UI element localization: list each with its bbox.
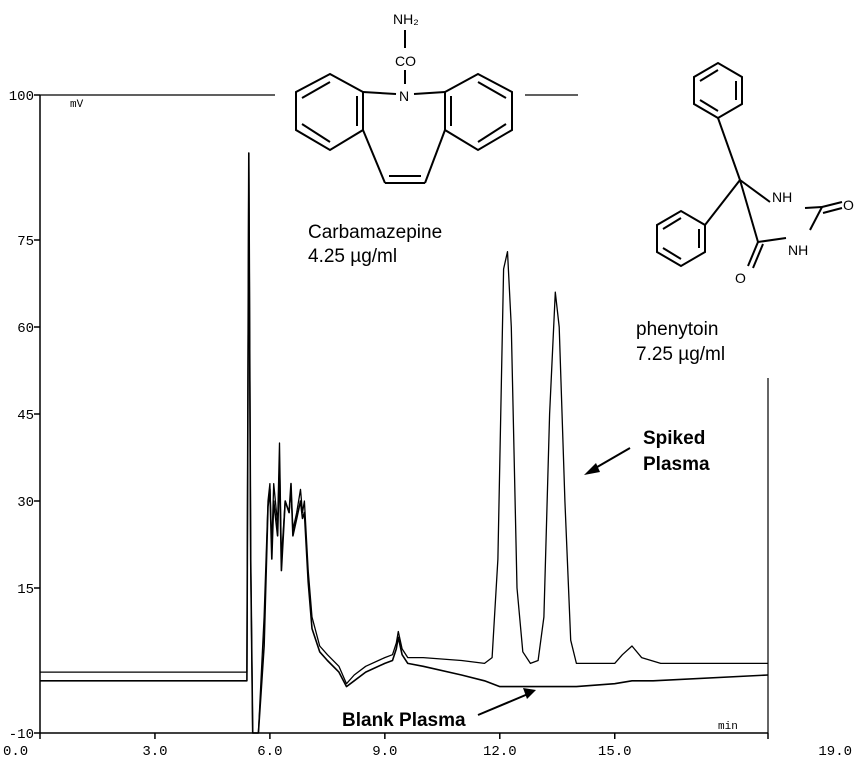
spiked-plasma-arrow	[584, 447, 631, 475]
series-line-blank-plasma	[40, 152, 769, 734]
x-tick-label: 12.0	[483, 744, 517, 760]
phenytoin-concentration: 7.25 µg/ml	[636, 344, 725, 365]
x-unit-label: min	[718, 721, 738, 733]
blank-plasma-arrow	[477, 688, 536, 716]
phenytoin-label: phenytoin	[636, 319, 718, 340]
struct-n: N	[399, 88, 409, 104]
phenytoin-structure	[656, 61, 843, 269]
series-layer	[40, 152, 769, 734]
spiked-plasma-label-line2: Plasma	[643, 454, 710, 475]
y-tick-label: 60	[17, 321, 34, 337]
struct-co: CO	[395, 53, 416, 69]
x-ticks: 0.0 3.0 6.0 9.0 12.0 15.0 19.0	[3, 733, 852, 760]
x-tick-label: 15.0	[598, 744, 632, 760]
x-tick-label: 0.0	[3, 744, 28, 760]
carbamazepine-structure	[295, 30, 513, 184]
struct-o-left: O	[735, 270, 746, 286]
y-tick-label: 45	[17, 408, 34, 424]
carbamazepine-label: Carbamazepine	[308, 222, 442, 243]
struct-nh-bottom: NH	[788, 242, 808, 258]
spiked-plasma-label-line1: Spiked	[643, 428, 705, 449]
struct-nh2: NH₂	[393, 11, 419, 27]
series-line-spiked-plasma	[40, 152, 768, 734]
x-tick-label: 6.0	[257, 744, 282, 760]
x-tick-label: 19.0	[818, 744, 852, 760]
blank-plasma-label: Blank Plasma	[342, 710, 466, 731]
carbamazepine-concentration: 4.25 µg/ml	[308, 246, 397, 267]
y-tick-label: 100	[9, 89, 34, 105]
struct-o-right: O	[843, 197, 854, 213]
struct-nh-top: NH	[772, 189, 792, 205]
y-tick-label: 75	[17, 234, 34, 250]
x-tick-label: 9.0	[372, 744, 397, 760]
y-tick-label: -10	[9, 727, 34, 743]
y-ticks: -10 15 30 45 60 75 100	[9, 89, 40, 743]
x-tick-label: 3.0	[142, 744, 167, 760]
y-tick-label: 30	[17, 495, 34, 511]
y-unit-label: mV	[70, 99, 84, 111]
y-tick-label: 15	[17, 582, 34, 598]
